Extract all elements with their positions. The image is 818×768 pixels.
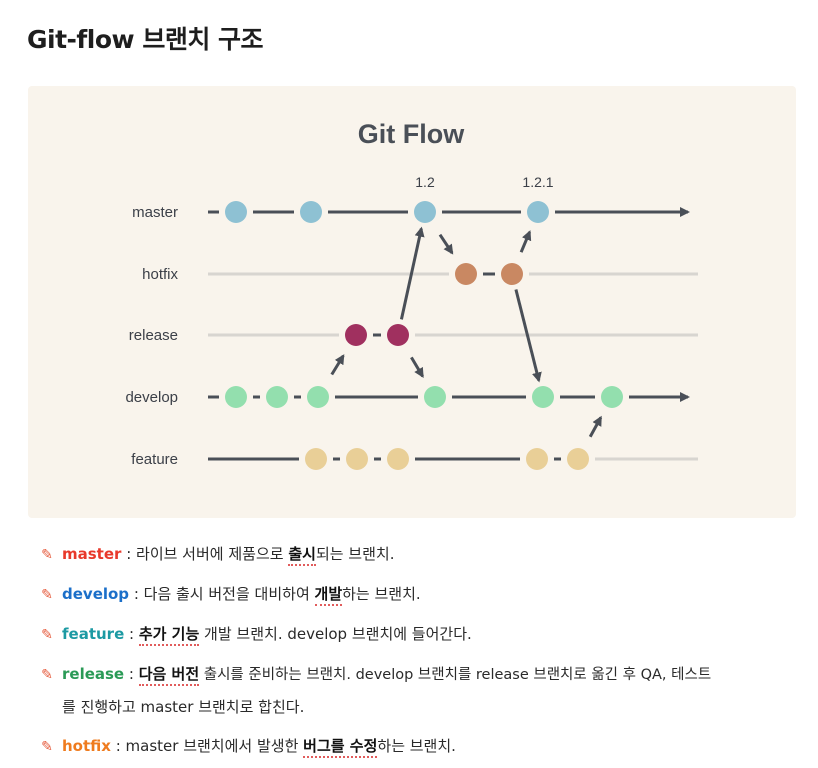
pencil-icon: ✎: [41, 587, 53, 603]
arrow-develop-to-release: [330, 354, 345, 376]
note-emphasis: 개발: [314, 585, 343, 606]
commit-feature-f1: [305, 448, 327, 470]
note-emphasis: 추가 기능: [138, 625, 200, 646]
commit-feature-f5: [567, 448, 589, 470]
pencil-icon: ✎: [41, 739, 53, 755]
note-release: ✎release : 다음 버전 출시를 준비하는 브랜치. develop 브…: [41, 665, 712, 716]
commit-feature-f2: [346, 448, 368, 470]
lane-label-feature: feature: [131, 451, 178, 468]
note-text: 다음 출시 버전을 대비하여: [143, 585, 315, 603]
commit-develop-d6: [601, 386, 623, 408]
git-flow-diagram: Git Flow master hotfix release develop featu…: [28, 86, 796, 518]
note-text: 되는 브랜치.: [315, 545, 395, 563]
note-emphasis: 버그를 수정: [303, 737, 378, 758]
lane-label-develop: develop: [125, 389, 178, 406]
pencil-icon: ✎: [41, 667, 53, 683]
pencil-icon: ✎: [41, 547, 53, 563]
note-emphasis: 다음 버전: [138, 665, 200, 686]
commit-develop-d2: [266, 386, 288, 408]
arrow-feature-to-develop: [588, 415, 603, 438]
note-text: master 브랜치에서 발생한: [125, 737, 304, 755]
note-term: develop: [62, 585, 130, 603]
commit-release-r1: [345, 324, 367, 346]
commit-master-m4: [527, 201, 549, 223]
note-term: feature: [62, 625, 125, 643]
diagram-title: Git Flow: [358, 119, 465, 149]
version-tag: 1.2.1: [522, 174, 553, 190]
note-term: release: [62, 665, 125, 683]
note-text: 하는 브랜치.: [342, 585, 421, 603]
note-text: 라이브 서버에 제품으로: [136, 545, 289, 563]
commit-release-r2: [387, 324, 409, 346]
arrow-master-to-hotfix: [438, 233, 454, 255]
note-term: hotfix: [62, 737, 111, 755]
commit-master-m3: [414, 201, 436, 223]
lane-label-master: master: [132, 204, 178, 221]
note-text: 를 진행하고 master 브랜치로 합친다.: [62, 698, 305, 716]
arrow-hotfix-to-develop: [514, 289, 542, 383]
note-text: 개발 브랜치. develop 브랜치에 들어간다.: [199, 625, 472, 643]
commit-master-m1: [225, 201, 247, 223]
commit-develop-d1: [225, 386, 247, 408]
arrow-release-to-develop: [410, 356, 424, 379]
arrow-hotfix-to-master: [519, 230, 532, 253]
version-tag: 1.2: [415, 174, 435, 190]
commit-develop-d3: [307, 386, 329, 408]
lane-label-hotfix: hotfix: [142, 266, 178, 283]
commit-master-m2: [300, 201, 322, 223]
commit-develop-d5: [532, 386, 554, 408]
pencil-icon: ✎: [41, 627, 53, 643]
note-feature: ✎feature : 추가 기능 개발 브랜치. develop 브랜치에 들어…: [40, 624, 472, 646]
note-master: ✎master : 라이브 서버에 제품으로 출시되는 브랜치.: [40, 544, 395, 566]
note-term: master: [62, 545, 122, 563]
commit-develop-d4: [424, 386, 446, 408]
note-text: 출시를 준비하는 브랜치. develop 브랜치를 release 브랜치로 …: [199, 667, 712, 683]
lane-label-release: release: [129, 327, 178, 344]
git-flow-svg: Git Flow master hotfix release develop featu…: [125, 119, 698, 470]
note-hotfix: ✎hotfix : master 브랜치에서 발생한 버그를 수정하는 브랜치.: [40, 736, 456, 758]
note-develop: ✎develop : 다음 출시 버전을 대비하여 개발하는 브랜치.: [40, 584, 421, 606]
page-heading: Git-flow 브랜치 구조: [27, 25, 264, 54]
note-text: 하는 브랜치.: [377, 737, 456, 755]
commit-feature-f3: [387, 448, 409, 470]
arrow-release-to-master: [399, 226, 425, 320]
note-emphasis: 출시: [288, 545, 316, 566]
commit-feature-f4: [526, 448, 548, 470]
commit-hotfix-h2: [501, 263, 523, 285]
commit-hotfix-h1: [455, 263, 477, 285]
